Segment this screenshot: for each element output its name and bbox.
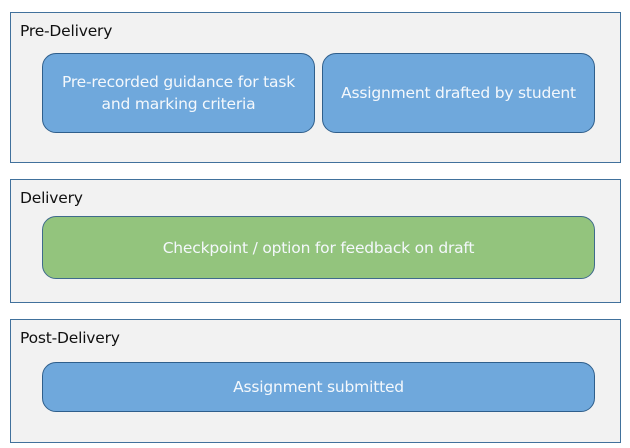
section-title: Pre-Delivery — [20, 22, 113, 40]
step-assignment-drafted: Assignment drafted by student — [322, 53, 595, 133]
step-label: Pre-recorded guidance for task and marki… — [61, 73, 296, 113]
step-label: Assignment drafted by student — [341, 84, 576, 102]
step-label: Checkpoint / option for feedback on draf… — [162, 238, 475, 257]
step-pre-recorded-guidance: Pre-recorded guidance for task and marki… — [42, 53, 315, 133]
section-title: Delivery — [20, 189, 83, 207]
step-feedback-checkpoint: Checkpoint / option for feedback on draf… — [42, 216, 595, 279]
step-assignment-submitted: Assignment submitted — [42, 362, 595, 412]
step-label: Assignment submitted — [233, 378, 404, 396]
section-title: Post-Delivery — [20, 329, 120, 347]
